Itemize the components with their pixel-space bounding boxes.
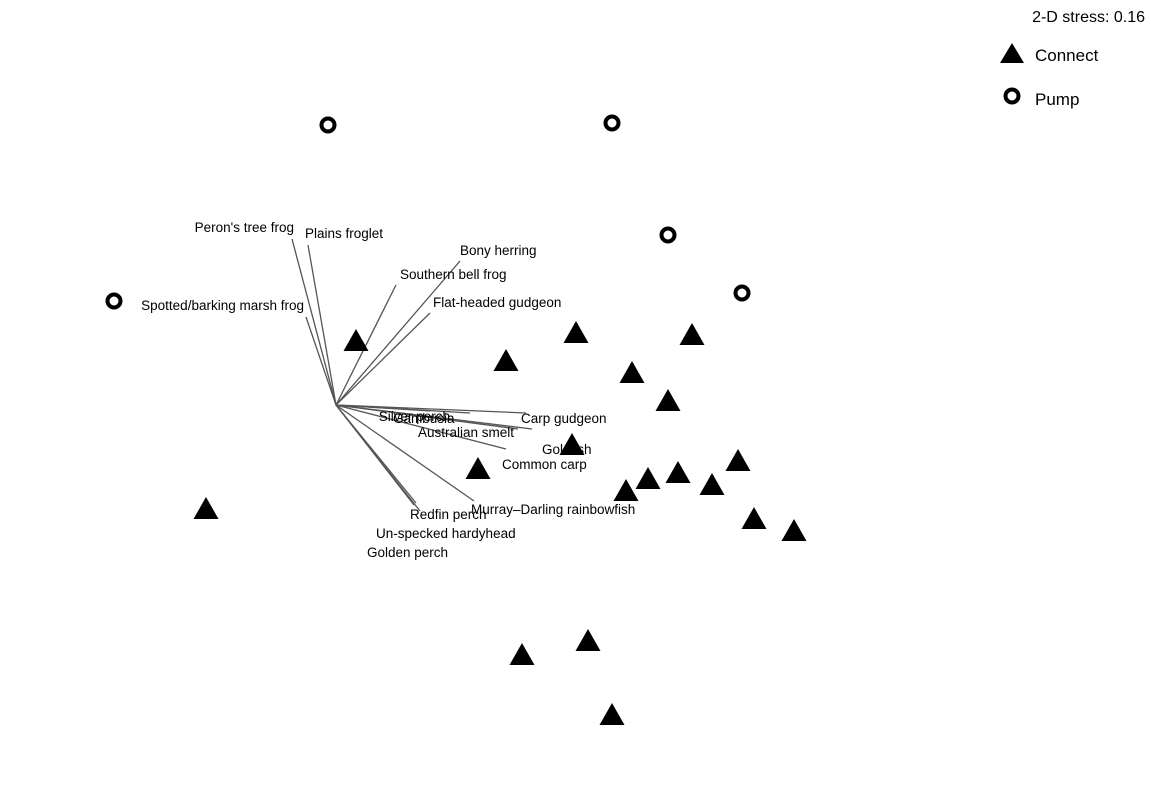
connect-point <box>781 519 807 541</box>
vector-label-spotted-barking-marsh-frog: Spotted/barking marsh frog <box>141 298 304 313</box>
vector-line-golden-perch <box>335 404 421 512</box>
legend-circle-marker <box>1003 87 1021 105</box>
vector-label-australian-smelt: Australian smelt <box>418 425 514 440</box>
vector-label-golden-perch: Golden perch <box>367 545 448 560</box>
sample-points <box>105 114 807 725</box>
connect-point <box>563 321 589 343</box>
vector-line-plains-froglet <box>307 244 337 406</box>
vector-label-gambusia: Gambusia <box>393 411 455 426</box>
vector-line-peron-s-tree-frog <box>291 238 337 406</box>
vector-label-peron-s-tree-frog: Peron's tree frog <box>195 220 294 235</box>
vector-label-un-specked-hardyhead: Un-specked hardyhead <box>376 526 516 541</box>
legend-label-connect: Connect <box>1035 46 1099 65</box>
vector-label-carp-gudgeon: Carp gudgeon <box>521 411 607 426</box>
legend-label-pump: Pump <box>1035 90 1079 109</box>
pump-point <box>603 114 621 132</box>
connect-point <box>193 497 219 519</box>
vector-label-common-carp: Common carp <box>502 457 587 472</box>
connect-point <box>635 467 661 489</box>
connect-point <box>699 473 725 495</box>
connect-point <box>679 323 705 345</box>
vector-label-silver-perch: Silver perch <box>379 409 450 424</box>
connect-point <box>725 449 751 471</box>
connect-point <box>619 361 645 383</box>
vector-label-bony-herring: Bony herring <box>460 243 537 258</box>
pump-point <box>105 292 123 310</box>
vector-line-common-carp <box>335 404 507 450</box>
vector-label-southern-bell-frog: Southern bell frog <box>400 267 507 282</box>
connect-point <box>343 329 369 351</box>
connect-point <box>509 643 535 665</box>
legend-item-connect: Connect <box>1000 43 1099 65</box>
pump-point <box>733 284 751 302</box>
connect-point <box>655 389 681 411</box>
legend: Connect Pump <box>1000 43 1099 109</box>
connect-point <box>741 507 767 529</box>
connect-point <box>575 629 601 651</box>
legend-triangle-marker <box>1000 43 1024 63</box>
connect-point <box>613 479 639 501</box>
connect-point <box>599 703 625 725</box>
vector-label-redfin-perch: Redfin perch <box>410 507 487 522</box>
vector-line-bony-herring <box>335 260 461 406</box>
connect-point <box>665 461 691 483</box>
pump-point <box>659 226 677 244</box>
vector-line-southern-bell-frog <box>335 284 397 406</box>
vector-line-goldfish <box>335 404 533 430</box>
connect-point <box>559 433 585 455</box>
species-vectors <box>291 238 533 512</box>
vector-label-plains-froglet: Plains froglet <box>305 226 383 241</box>
vector-line-murray-darling-rainbowfish <box>335 404 475 502</box>
vector-line-spotted-barking-marsh-frog <box>305 316 337 406</box>
pump-point <box>319 116 337 134</box>
vector-label-flat-headed-gudgeon: Flat-headed gudgeon <box>433 295 561 310</box>
legend-item-pump: Pump <box>1003 87 1079 109</box>
vector-line-carp-gudgeon <box>335 404 527 414</box>
connect-point <box>493 349 519 371</box>
stress-label: 2-D stress: 0.16 <box>1032 9 1145 26</box>
vector-line-flat-headed-gudgeon <box>335 312 431 406</box>
connect-point <box>465 457 491 479</box>
vector-label-murray-darling-rainbowfish: Murray–Darling rainbowfish <box>471 502 635 517</box>
